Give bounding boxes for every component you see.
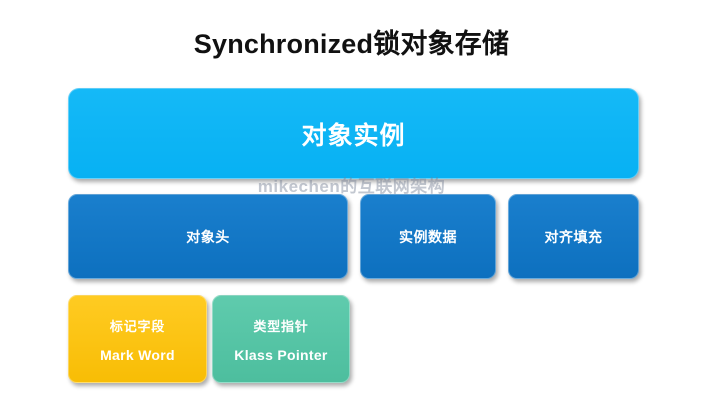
node-object-instance-label: 对象实例 bbox=[301, 121, 406, 150]
node-object-instance: 对象实例 bbox=[68, 88, 639, 179]
node-klass-pointer-label-en: Klass Pointer bbox=[234, 346, 328, 363]
node-klass-pointer: 类型指针 Klass Pointer bbox=[212, 295, 350, 383]
node-instance-data: 实例数据 bbox=[360, 194, 496, 279]
node-alignment-padding: 对齐填充 bbox=[508, 194, 639, 279]
node-instance-data-label: 实例数据 bbox=[399, 228, 457, 245]
node-object-header-label: 对象头 bbox=[186, 228, 230, 245]
node-mark-word-label-cn: 标记字段 bbox=[109, 318, 166, 334]
node-mark-word: 标记字段 Mark Word bbox=[68, 295, 207, 383]
node-object-header: 对象头 bbox=[68, 194, 348, 279]
node-klass-pointer-label-cn: 类型指针 bbox=[253, 318, 309, 334]
page-title: Synchronized锁对象存储 bbox=[193, 29, 510, 59]
node-alignment-padding-label: 对齐填充 bbox=[544, 228, 603, 245]
node-mark-word-label-en: Mark Word bbox=[100, 346, 175, 363]
